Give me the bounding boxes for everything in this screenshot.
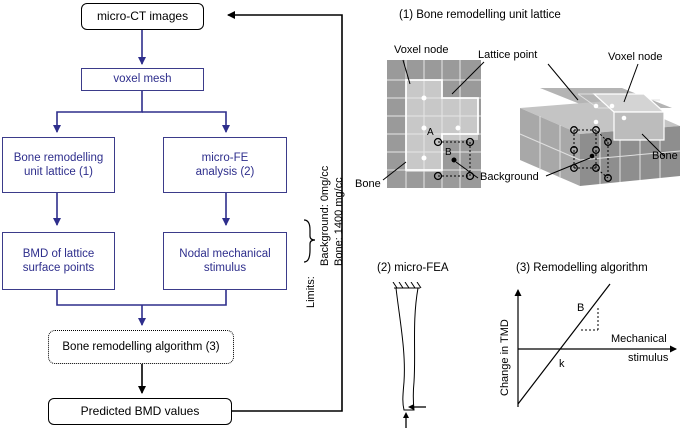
predicted-bmd-box: Predicted BMD values — [48, 398, 232, 425]
arrow-voxel-to-mfe — [142, 111, 230, 133]
ylabel-svg: Change in TMD — [499, 319, 511, 396]
voxel-mesh-box: voxel mesh — [81, 68, 204, 91]
bone-outline-sketch — [395, 287, 419, 411]
predicted-bmd-label: Predicted BMD values — [80, 404, 200, 418]
bmd-lattice-label: BMD of lattice surface points — [22, 247, 95, 274]
point-b-label: B — [445, 147, 452, 158]
voxel-node-2d-label: Voxel node — [394, 44, 449, 56]
limits-bone: Bone: 1400 mg/cc — [333, 177, 345, 266]
brul-label: Bone remodelling unit lattice (1) — [13, 151, 104, 178]
merge-line — [56, 290, 227, 306]
limits-brace — [303, 219, 316, 263]
algorithm-label: Bone remodelling algorithm (3) — [62, 340, 220, 353]
voxel-node-3d-label: Voxel node — [608, 51, 663, 63]
bone-fea-sketch — [392, 282, 426, 428]
limits-prefix: Limits: — [305, 276, 317, 308]
plot-point-b: B — [577, 302, 585, 314]
feedback-loop — [227, 11, 343, 412]
nodal-stimulus-box: Nodal mechanical stimulus — [163, 232, 287, 290]
arrow-voxel-to-brul — [53, 90, 143, 133]
micro-ct-label: micro-CT images — [96, 9, 189, 23]
panel2-title: (2) micro-FEA — [377, 262, 449, 274]
xlabel-line1: Mechanical — [611, 333, 667, 345]
limits-graphic: Limits: Background: 0mg/cc Bone: 1400 mg… — [303, 165, 345, 308]
bmd-lattice-box: BMD of lattice surface points — [2, 232, 115, 290]
panel1-title: (1) Bone remodelling unit lattice — [399, 9, 561, 21]
limits-background: Background: 0mg/cc — [319, 165, 331, 266]
brul-box: Bone remodelling unit lattice (1) — [2, 137, 115, 193]
plot-point-k: k — [559, 358, 565, 370]
bone-3d-label: Bone — [652, 150, 678, 162]
bone-2d-label: Bone — [355, 178, 381, 190]
micro-fe-label: micro-FE analysis (2) — [195, 151, 255, 178]
point-a-label: A — [427, 127, 434, 138]
limits-annotation: Limits: Background: 0mg/cc Bone: 1400 mg… — [300, 150, 348, 310]
micro-ct-box: micro-CT images — [81, 3, 204, 30]
ylabel: Change in TMD — [499, 319, 511, 396]
micro-fe-box: micro-FE analysis (2) — [163, 137, 287, 193]
lattice-point-label: Lattice point — [478, 49, 538, 61]
panel3-title: (3) Remodelling algorithm — [516, 262, 648, 274]
ylabel-wrap: Change in TMD — [496, 300, 512, 410]
voxel-mesh-label: voxel mesh — [113, 73, 172, 86]
algorithm-box: Bone remodelling algorithm (3) — [48, 330, 234, 364]
xlabel-line2: stimulus — [628, 352, 669, 364]
background-label: Background — [480, 171, 539, 183]
nodal-stimulus-label: Nodal mechanical stimulus — [179, 247, 271, 274]
